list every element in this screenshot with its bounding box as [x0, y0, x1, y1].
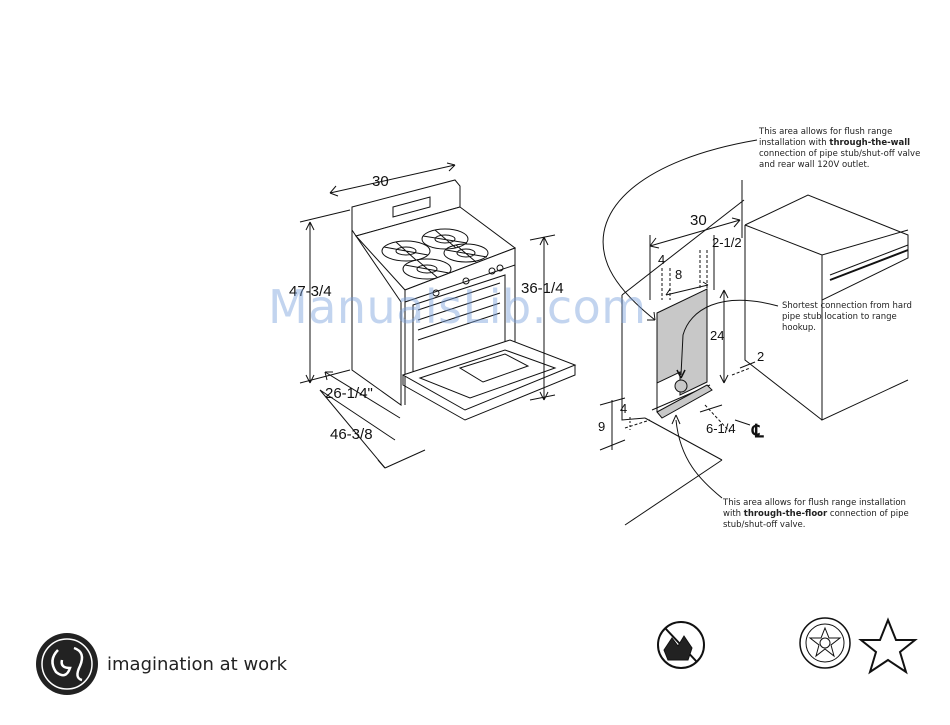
- install-side-gap-label: 2: [757, 349, 765, 364]
- wall-note-text-post: connection of pipe stub/shut-off valve a…: [759, 149, 921, 170]
- range-depth-label: 26-1/4": [325, 385, 373, 402]
- range-cooktop-height-label: 36-1/4: [521, 280, 564, 297]
- design-certified-seal-icon: [799, 617, 851, 669]
- centerline-symbol: ℄: [752, 421, 764, 441]
- shortest-connection-note: Shortest connection from hard pipe stub …: [782, 301, 912, 333]
- range-width-label: 30: [372, 173, 389, 190]
- install-center-offset-label: 6-1/4: [706, 421, 736, 436]
- range-height-label: 47-3/4: [289, 283, 332, 300]
- install-mid-offset-label: 8: [675, 267, 683, 282]
- install-height-label: 24: [710, 328, 725, 343]
- range-drawing: [351, 179, 577, 421]
- wall-note-text-bold: through-the-wall: [829, 138, 911, 148]
- floor-note-text-post: connection of pipe stub/shut-off valve.: [723, 509, 909, 530]
- install-width-label: 30: [690, 212, 707, 229]
- no-smoke-icon: [657, 621, 705, 669]
- wall-note-text-pre: This area allows for flush range install…: [759, 127, 893, 148]
- brand-tagline: imagination at work: [107, 654, 287, 675]
- kosher-star-icon: [858, 617, 918, 675]
- floor-installation-note: This area allows for flush range install…: [723, 498, 923, 531]
- floor-note-text-bold: through-the-floor: [743, 509, 828, 519]
- floor-note-text-pre: This area allows for flush range install…: [723, 498, 906, 519]
- ge-logo-icon: [36, 633, 98, 695]
- install-floor-height-label: 9: [598, 419, 606, 434]
- wall-installation-note: This area allows for flush range install…: [759, 127, 929, 171]
- install-left-offset-label: 4: [658, 252, 666, 267]
- installation-drawing: [599, 139, 909, 526]
- install-floor-depth-label: 4: [620, 401, 628, 416]
- range-depth-door-open-label: 46-3/8: [330, 426, 373, 443]
- install-right-offset-label: 2-1/2: [712, 235, 742, 250]
- range-dimension-lines: [299, 162, 556, 469]
